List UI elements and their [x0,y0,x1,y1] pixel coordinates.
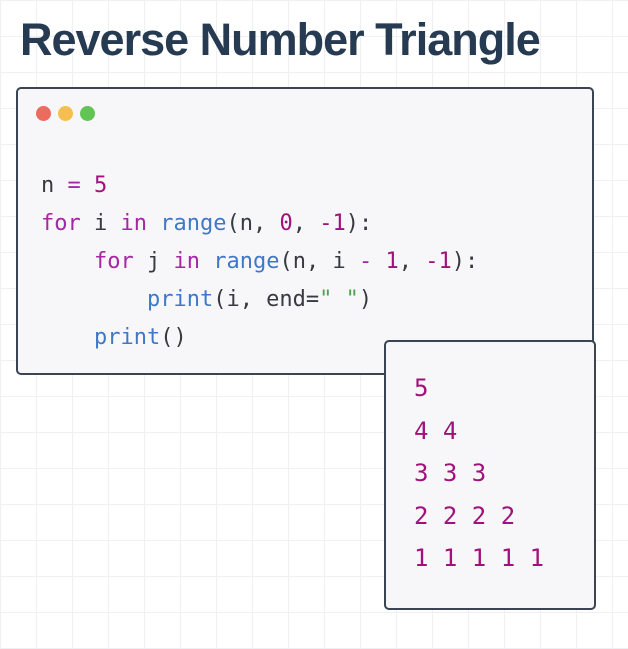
output-line: 3 3 3 [414,459,487,487]
minimize-dot-icon[interactable] [58,106,73,121]
code-line-1: n = 5 [41,173,108,198]
window-controls [36,106,95,121]
output-block: 5 4 4 3 3 3 2 2 2 2 1 1 1 1 1 [414,367,544,580]
code-block: n = 5 for i in range(n, 0, -1): for j in … [41,167,478,357]
code-line-5: print() [93,325,187,350]
output-line: 2 2 2 2 [414,501,516,530]
maximize-dot-icon[interactable] [80,106,95,121]
output-line: 4 4 [414,416,458,445]
code-line-3: for j in range(n, i - 1, -1): [93,249,479,274]
output-line: 5 [414,374,429,402]
code-editor-window: n = 5 for i in range(n, 0, -1): for j in … [16,87,594,375]
close-dot-icon[interactable] [36,106,51,121]
code-line-2: for i in range(n, 0, -1): [41,211,373,236]
code-line-4: print(i, end=" ") [146,287,373,312]
page-title: Reverse Number Triangle [20,14,541,65]
output-line: 1 1 1 1 1 [414,544,545,572]
output-window: 5 4 4 3 3 3 2 2 2 2 1 1 1 1 1 [384,340,596,610]
